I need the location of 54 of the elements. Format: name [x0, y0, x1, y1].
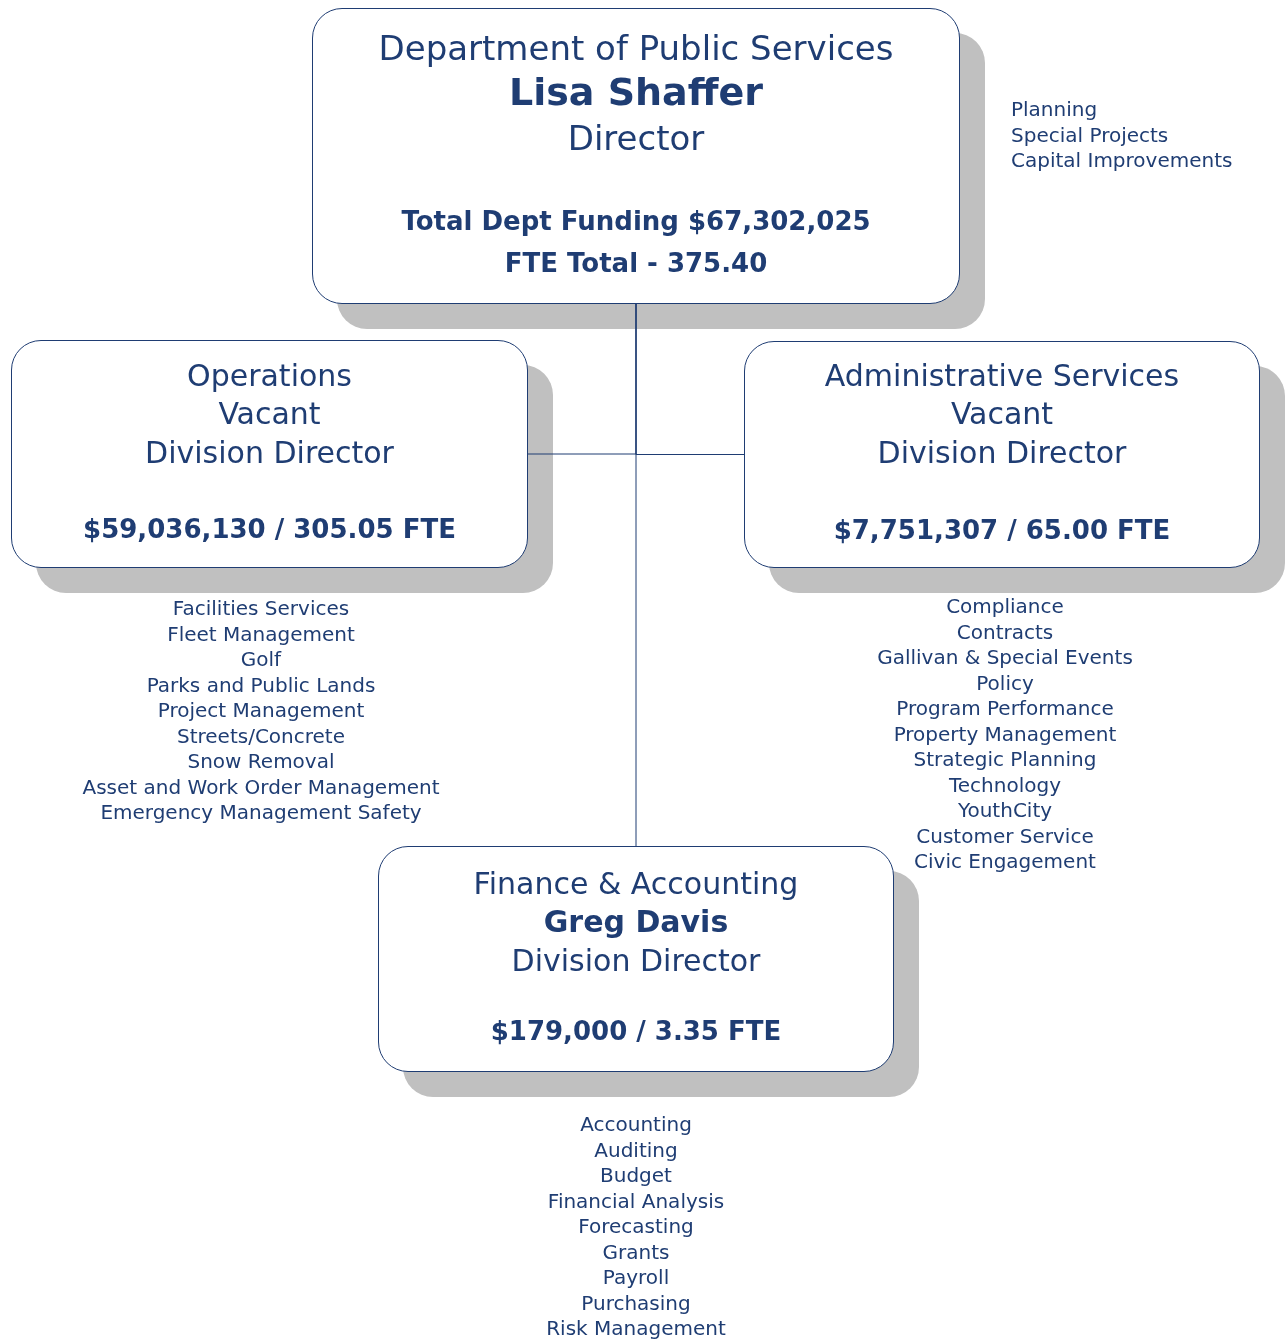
function-item: Grants [602, 1239, 670, 1265]
unit-detail: Division Director [877, 435, 1127, 471]
unit-detail: $59,036,130 / 305.05 FTE [83, 514, 456, 546]
org-box [312, 8, 960, 304]
unit-detail: Greg Davis [543, 904, 729, 940]
function-item: Capital Improvements [1011, 148, 1233, 174]
connector-line [635, 303, 637, 847]
function-item: Policy [976, 670, 1034, 696]
unit-title: Operations [187, 358, 352, 394]
unit-detail: $179,000 / 3.35 FTE [490, 1016, 782, 1048]
function-item: Project Management [157, 698, 365, 724]
unit-detail: FTE Total - 375.40 [504, 248, 768, 280]
function-item: YouthCity [957, 798, 1053, 824]
function-item: Golf [240, 647, 282, 673]
function-item: Customer Service [916, 823, 1094, 849]
function-item: Fleet Management [167, 621, 355, 647]
function-item: Streets/Concrete [176, 723, 345, 749]
function-item: Budget [600, 1163, 672, 1189]
function-item: Emergency Management Safety [100, 800, 422, 826]
unit-title: Administrative Services [824, 358, 1180, 394]
unit-detail: Lisa Shaffer [508, 70, 764, 116]
function-item: Forecasting [578, 1214, 694, 1240]
org-box [744, 341, 1260, 568]
function-item: Asset and Work Order Management [82, 774, 440, 800]
function-item: Parks and Public Lands [146, 672, 376, 698]
function-item: Facilities Services [172, 596, 350, 622]
function-item: Special Projects [1011, 122, 1169, 148]
unit-detail: Vacant [218, 396, 321, 432]
function-item: Property Management [893, 721, 1117, 747]
function-item: Auditing [594, 1137, 678, 1163]
function-item: Contracts [956, 619, 1054, 645]
function-item: Gallivan & Special Events [877, 645, 1133, 671]
org-box [11, 340, 528, 568]
function-item: Civic Engagement [914, 849, 1096, 875]
function-item: Snow Removal [187, 749, 335, 775]
function-item: Technology [949, 772, 1061, 798]
function-item: Strategic Planning [913, 747, 1097, 773]
unit-detail: Division Director [145, 435, 394, 471]
unit-title: Finance & Accounting [473, 866, 799, 902]
function-item: Accounting [580, 1112, 692, 1138]
unit-detail: Director [567, 117, 705, 159]
unit-detail: $7,751,307 / 65.00 FTE [833, 515, 1171, 547]
function-item: Financial Analysis [547, 1188, 725, 1214]
function-item: Purchasing [581, 1290, 691, 1316]
unit-title: Department of Public Services [378, 27, 894, 69]
function-item: Payroll [602, 1265, 670, 1291]
function-item: Program Performance [896, 696, 1114, 722]
function-item: Planning [1011, 97, 1098, 123]
unit-detail: Total Dept Funding $67,302,025 [401, 206, 871, 238]
org-box [378, 846, 894, 1072]
function-item: Risk Management [546, 1316, 726, 1340]
unit-detail: Vacant [950, 396, 1054, 432]
function-item: Compliance [946, 594, 1064, 620]
unit-detail: Division Director [511, 943, 761, 979]
